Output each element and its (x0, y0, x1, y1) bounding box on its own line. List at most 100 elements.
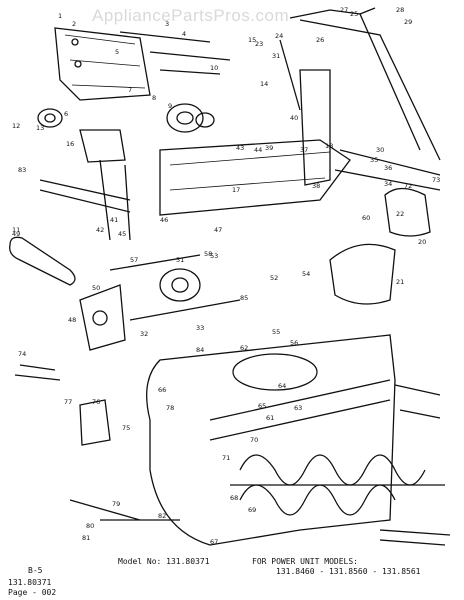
callout: 34 (384, 180, 392, 188)
callout: 84 (196, 346, 204, 354)
callout: 67 (210, 538, 218, 546)
callout: 50 (92, 284, 100, 292)
callout: 53 (210, 252, 218, 260)
callout: 80 (86, 522, 94, 530)
page-number: Page - 002 (8, 588, 57, 597)
callout: 8 (152, 94, 156, 102)
callout: 12 (12, 122, 20, 130)
callout: 52 (270, 274, 278, 282)
callout: 85 (240, 294, 248, 302)
callout: 10 (210, 64, 218, 72)
callout: 44 (254, 146, 262, 154)
side-parts (14, 364, 451, 546)
callout: 33 (196, 324, 204, 332)
callout: 18 (325, 142, 333, 150)
callout: 24 (275, 32, 283, 40)
callout: 6 (64, 110, 68, 118)
callout: 68 (230, 494, 238, 502)
callout: 69 (248, 506, 256, 514)
power-unit-models: 131.8460 - 131.8560 - 131.8561 (276, 567, 421, 576)
callout-labels: 1 2 3 4 5 6 7 8 9 10 11 12 13 14 15 16 1… (12, 6, 440, 546)
callout: 26 (316, 36, 324, 44)
callout: 47 (214, 226, 222, 234)
callout: 42 (96, 226, 104, 234)
callout: 40 (290, 114, 298, 122)
callout: 27 (340, 6, 348, 14)
callout: 9 (168, 102, 172, 110)
power-unit-heading: FOR POWER UNIT MODELS: (252, 557, 358, 566)
callout: 25 (350, 10, 358, 18)
model-number: Model No: 131.80371 (118, 557, 210, 566)
callout: 77 (64, 398, 72, 406)
callout: 13 (36, 124, 44, 132)
callout: 74 (18, 350, 26, 358)
callout: 11 (12, 226, 20, 234)
callout: 56 (290, 339, 298, 347)
callout: 14 (260, 80, 268, 88)
discharge-chute (329, 187, 431, 305)
callout: 70 (250, 436, 258, 444)
callout: 32 (140, 330, 148, 338)
pulleys (37, 103, 215, 133)
callout: 48 (68, 316, 76, 324)
callout: 72 (404, 182, 412, 190)
callout: 82 (158, 512, 166, 520)
page-id: B-5 (28, 566, 43, 575)
watermark: AppliancePartsPros.com (92, 6, 290, 25)
callout: 58 (204, 250, 212, 258)
callout: 76 (92, 398, 100, 406)
callout: 65 (258, 402, 266, 410)
callout: 49 (12, 230, 20, 238)
callout: 41 (110, 216, 118, 224)
callout: 35 (370, 156, 378, 164)
callout: 39 (265, 144, 273, 152)
callout: 61 (266, 414, 274, 422)
upper-frame (39, 69, 441, 241)
callout: 30 (376, 146, 384, 154)
callout: 66 (158, 386, 166, 394)
callout: 5 (115, 48, 119, 56)
frame-plate (54, 27, 151, 101)
callout: 78 (166, 404, 174, 412)
callout: 51 (176, 256, 184, 264)
linkage-rods (119, 7, 441, 161)
callout: 43 (236, 144, 244, 152)
drive-belt (9, 236, 76, 286)
callout: 17 (232, 186, 240, 194)
callout: 55 (272, 328, 280, 336)
callout: 37 (300, 146, 308, 154)
callout: 83 (18, 166, 26, 174)
callout: 81 (82, 534, 90, 542)
callout: 73 (432, 176, 440, 184)
callout: 31 (272, 52, 280, 60)
callout: 15 (248, 36, 256, 44)
callout: 75 (122, 424, 130, 432)
callout: 46 (160, 216, 168, 224)
callout: 4 (182, 30, 186, 38)
part-number: 131.80371 (8, 578, 52, 587)
gear-drive (79, 254, 241, 351)
callout: 45 (118, 230, 126, 238)
callout: 16 (66, 140, 74, 148)
callout: 1 (58, 12, 62, 20)
callout: 7 (128, 86, 132, 94)
callout: 71 (222, 454, 230, 462)
auger-housing (146, 334, 396, 546)
callout: 23 (255, 40, 263, 48)
callout: 28 (396, 6, 404, 14)
callout: 22 (396, 210, 404, 218)
augers (230, 454, 445, 516)
callout: 62 (240, 344, 248, 352)
callout: 54 (302, 270, 310, 278)
callout: 64 (278, 382, 286, 390)
callout: 20 (418, 238, 426, 246)
callout: 60 (362, 214, 370, 222)
callout: 79 (112, 500, 120, 508)
callout: 3 (165, 20, 169, 28)
callout: 2 (72, 20, 76, 28)
callout: 57 (130, 256, 138, 264)
callout: 21 (396, 278, 404, 286)
callout: 38 (312, 182, 320, 190)
callout: 29 (404, 18, 412, 26)
